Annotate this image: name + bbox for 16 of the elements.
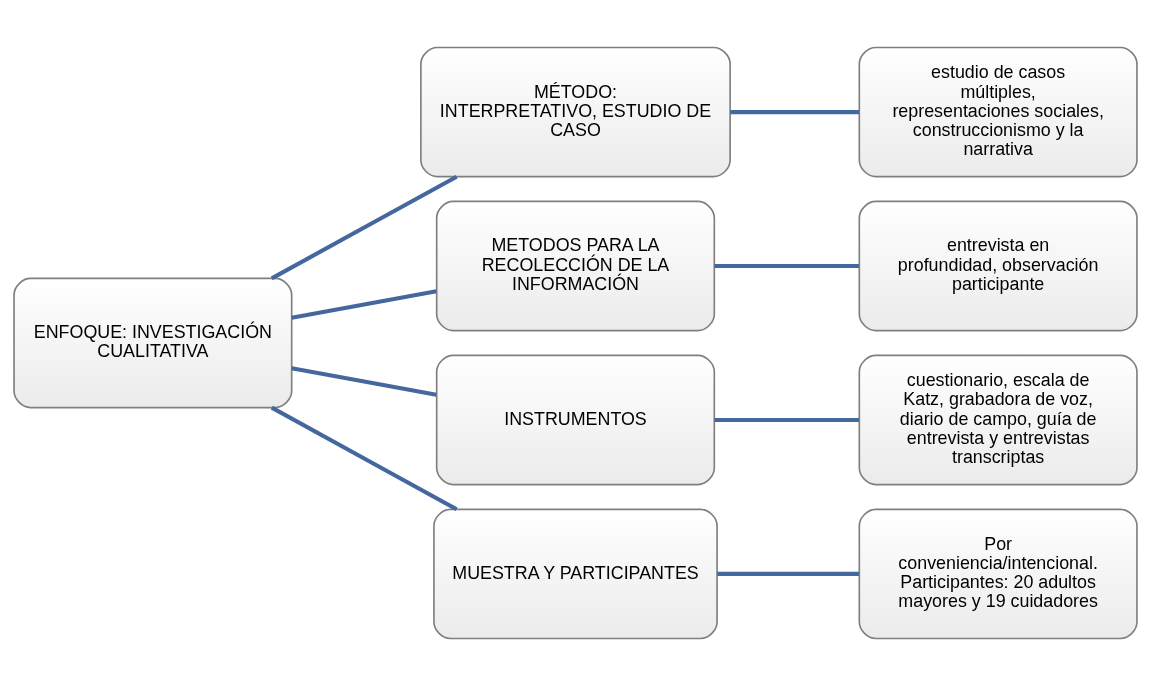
connector — [291, 366, 437, 397]
node-box: MUESTRA Y PARTICIPANTES — [433, 508, 718, 640]
node-box: estudio de casos múltiples, representaciones sociales, construccionismo y la narrativa — [858, 46, 1138, 178]
connector — [714, 263, 859, 269]
node-box: METODOS PARA LA RECOLECCIÓN DE LA INFORMACIÓN — [435, 200, 716, 332]
node-box: ENFOQUE: INVESTIGACIÓN CUALITATIVA — [13, 277, 293, 409]
connector — [270, 405, 458, 512]
connector — [730, 110, 860, 115]
node-box: cuestionario, escala de Katz, grabadora de voz, diario de campo, guía de entrevista y entrevistas transcriptas — [858, 354, 1138, 486]
connector — [291, 289, 437, 320]
node-box: MÉTODO: INTERPRETATIVO, ESTUDIO DE CASO — [420, 46, 731, 178]
node-box: INSTRUMENTOS — [435, 354, 716, 486]
connector — [717, 571, 859, 576]
connector — [714, 417, 859, 423]
node-box: entrevista en profundidad, observación participante — [858, 200, 1138, 332]
node-box: Por conveniencia/intencional. Participantes: 20 adultos mayores y 19 cuidadores — [858, 508, 1138, 640]
